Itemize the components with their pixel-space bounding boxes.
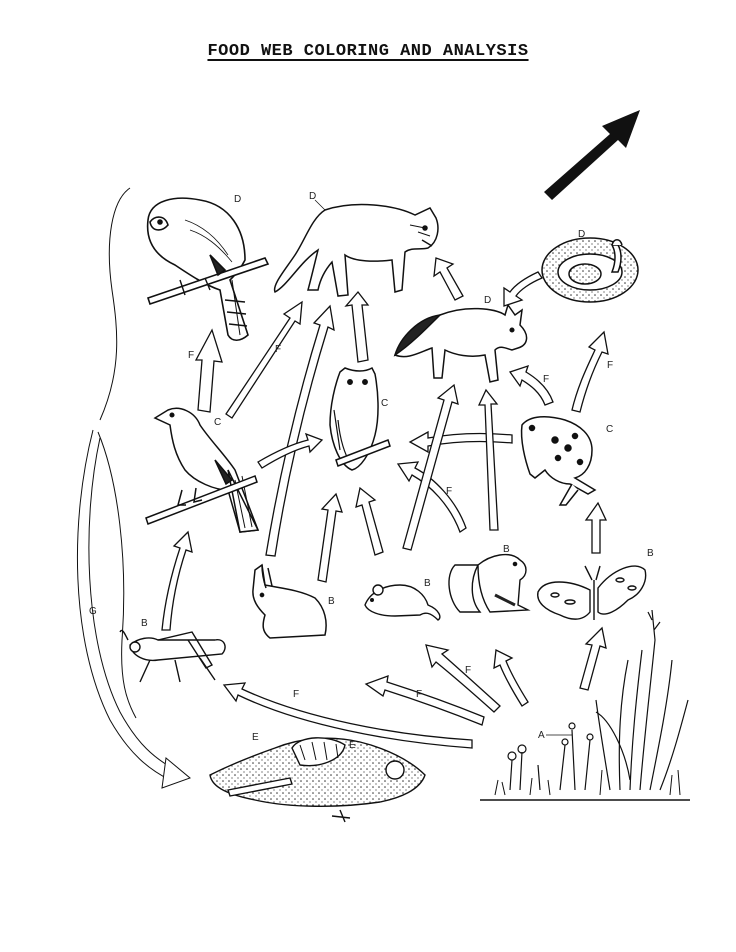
arrow-plants-to-grasshopper <box>222 682 473 749</box>
energy-direction-arrow-icon <box>544 110 640 200</box>
page-title: FOOD WEB COLORING AND ANALYSIS <box>207 42 529 61</box>
arrow-label-f: F <box>188 350 194 361</box>
arrow-label-f: F <box>543 374 549 385</box>
arrow-rabbit-to-lion <box>265 304 335 557</box>
arrow-grasshopper-to-bird <box>161 530 193 631</box>
squirrel-illustration <box>448 553 531 613</box>
arrow-squirrel-to-owl <box>396 461 467 533</box>
arrow-label-f: F <box>607 360 613 371</box>
grasshopper-illustration <box>119 629 226 683</box>
arrow-plants-to-mouse <box>425 644 501 713</box>
squirrel-trophic-label: B <box>503 544 510 555</box>
mouse-illustration <box>364 584 441 621</box>
decomposition-arrow <box>76 187 191 789</box>
hawk-illustration <box>146 197 270 342</box>
grasshopper-trophic-label: B <box>141 618 148 629</box>
arrow-plants-to-butterfly <box>579 626 607 691</box>
arrow-frog-to-owl <box>408 430 513 454</box>
fox-trophic-label: D <box>484 295 491 306</box>
arrow-fox-to-lion <box>433 257 464 301</box>
mountain-lion-illustration <box>273 203 439 297</box>
decomposer-trophic-label-1: E <box>252 732 259 743</box>
owl-illustration <box>329 366 391 471</box>
frog-trophic-label: C <box>606 424 613 435</box>
arrow-rabbit-to-owl <box>317 492 343 583</box>
snake-trophic-label: D <box>578 229 585 240</box>
arrow-bird-to-lion <box>225 300 303 419</box>
arrow-label-f: F <box>293 689 299 700</box>
mountain-lion-trophic-label: D <box>309 191 316 202</box>
decaying-matter-illustration <box>209 737 426 823</box>
arrow-frog-to-snake <box>571 330 609 413</box>
arrow-mouse-to-owl <box>355 486 384 556</box>
arrow-plants-to-squirrel <box>493 649 529 707</box>
arrow-frog-to-fox <box>508 364 554 406</box>
arrow-snake-to-fox <box>503 271 543 307</box>
songbird-illustration <box>145 407 260 533</box>
arrow-label-f: F <box>416 689 422 700</box>
arrow-squirrel-to-fox <box>477 388 499 531</box>
arrow-label-f: F <box>275 344 281 355</box>
arrow-butterfly-to-frog <box>584 501 608 554</box>
arrow-bird-to-hawk <box>194 328 223 413</box>
arrow-label-f: F <box>465 665 471 676</box>
songbird-trophic-label: C <box>214 417 221 428</box>
frog-illustration <box>520 415 597 506</box>
decomposer-trophic-label-2: E <box>349 740 356 751</box>
plants-illustration <box>480 609 690 801</box>
arrow-bird-to-owl <box>257 432 324 469</box>
hawk-trophic-label: D <box>234 194 241 205</box>
plants-trophic-label: A <box>538 730 545 741</box>
snake-illustration <box>541 237 639 303</box>
rabbit-illustration <box>252 563 327 639</box>
butterfly-trophic-label: B <box>647 548 654 559</box>
owl-trophic-label: C <box>381 398 388 409</box>
fox-illustration <box>393 303 528 383</box>
arrow-mouse-to-fox <box>402 383 459 551</box>
butterfly-illustration <box>537 565 647 620</box>
arrow-owl-to-lion <box>344 290 370 363</box>
mouse-trophic-label: B <box>424 578 431 589</box>
rabbit-trophic-label: B <box>328 596 335 607</box>
energy-flow-arrows <box>161 257 609 749</box>
arrow-label-f: F <box>446 486 452 497</box>
arrow-plants-to-rabbit <box>364 675 485 726</box>
